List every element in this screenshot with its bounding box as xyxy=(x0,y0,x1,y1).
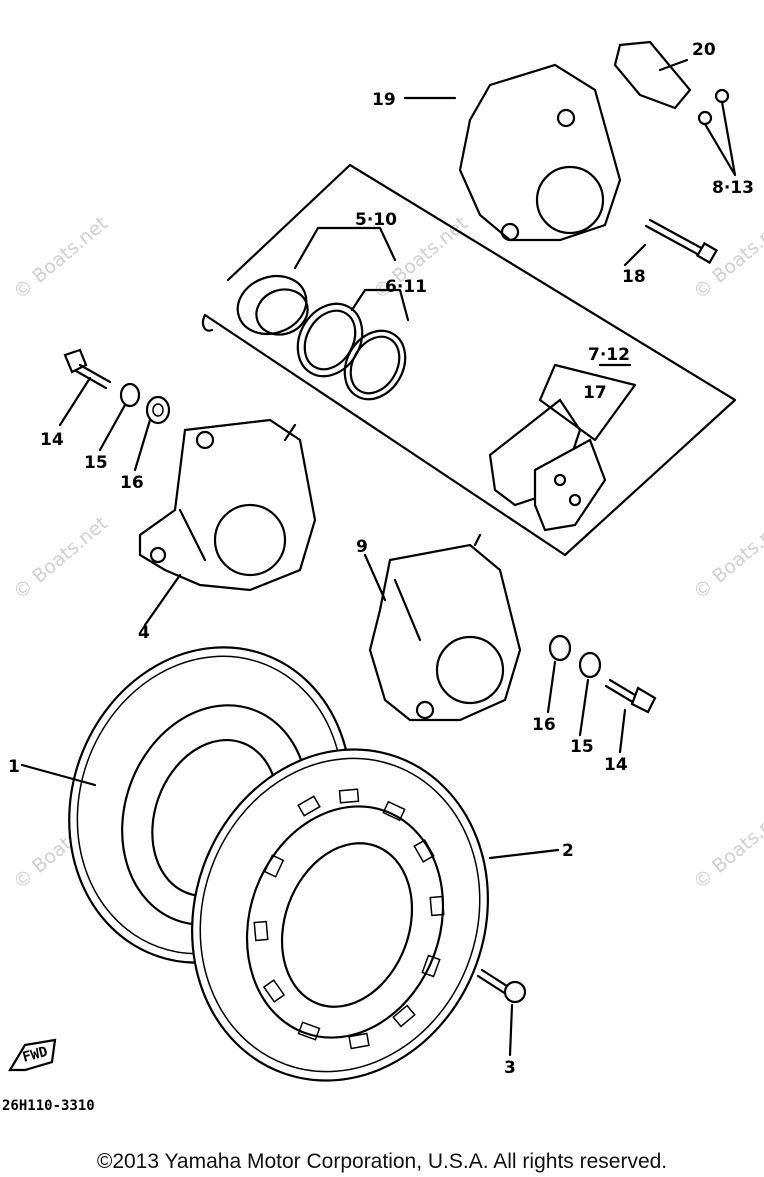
washer-15-left xyxy=(119,382,141,408)
washer-16-right xyxy=(548,634,572,662)
callout-19: 19 xyxy=(372,90,396,110)
callout-20: 20 xyxy=(692,40,716,60)
callout-5-10: 5·10 xyxy=(355,210,397,230)
brake-assembly-drawing: © Boats.net © Boats.net © Boats.net © Bo… xyxy=(2,40,764,1114)
callout-2: 2 xyxy=(562,841,574,861)
callout-14-right: 14 xyxy=(604,755,628,775)
watermark-text: © Boats.net xyxy=(9,512,112,603)
caliper-4 xyxy=(138,418,317,592)
callout-16-left: 16 xyxy=(120,473,144,493)
screws-8-13 xyxy=(697,88,737,177)
callout-3: 3 xyxy=(504,1058,516,1078)
bracket-20 xyxy=(613,40,692,110)
fwd-arrow-icon: FWD xyxy=(8,1038,57,1072)
callout-18: 18 xyxy=(622,267,646,287)
callout-6-11: 6·11 xyxy=(385,277,427,297)
callout-1: 1 xyxy=(8,757,20,777)
callout-4: 4 xyxy=(138,623,150,643)
callout-8-13: 8·13 xyxy=(712,178,754,198)
callout-9: 9 xyxy=(356,537,368,557)
watermark-text: © Boats.net xyxy=(689,512,764,603)
caliper-9 xyxy=(368,533,522,722)
watermark-text: © Boats.net xyxy=(689,802,764,893)
brake-pads-7-12 xyxy=(488,363,637,532)
piston-5-10 xyxy=(236,274,309,336)
copyright-notice: ©2013 Yamaha Motor Corporation, U.S.A. A… xyxy=(96,1150,668,1173)
seals-6-11 xyxy=(296,302,407,401)
diagram-code: 26H110-3310 xyxy=(2,1098,95,1114)
bolt-14-right xyxy=(604,678,657,714)
callout-14-left: 14 xyxy=(40,430,64,450)
washer-15-right xyxy=(578,651,602,679)
bolt-18 xyxy=(644,218,719,265)
callout-16-right: 16 xyxy=(532,715,556,735)
seal-kit-outline xyxy=(201,163,737,557)
watermark-text: © Boats.net xyxy=(9,212,112,303)
fwd-label: FWD xyxy=(21,1044,50,1066)
brake-disc-2 xyxy=(191,748,489,1082)
callout-7-12: 7·12 xyxy=(588,345,630,365)
callout-15-left: 15 xyxy=(84,453,108,473)
callout-labels: 20 19 8·13 18 5·10 6·11 7·12 17 14 15 16… xyxy=(8,40,754,1078)
callout-15-right: 15 xyxy=(570,737,594,757)
callout-17: 17 xyxy=(583,383,607,403)
bolt-14-left xyxy=(63,348,112,390)
caliper-upper xyxy=(458,63,622,242)
washer-16-left xyxy=(145,395,171,425)
bolt-3 xyxy=(476,968,527,1004)
leader-lines xyxy=(20,58,689,1057)
